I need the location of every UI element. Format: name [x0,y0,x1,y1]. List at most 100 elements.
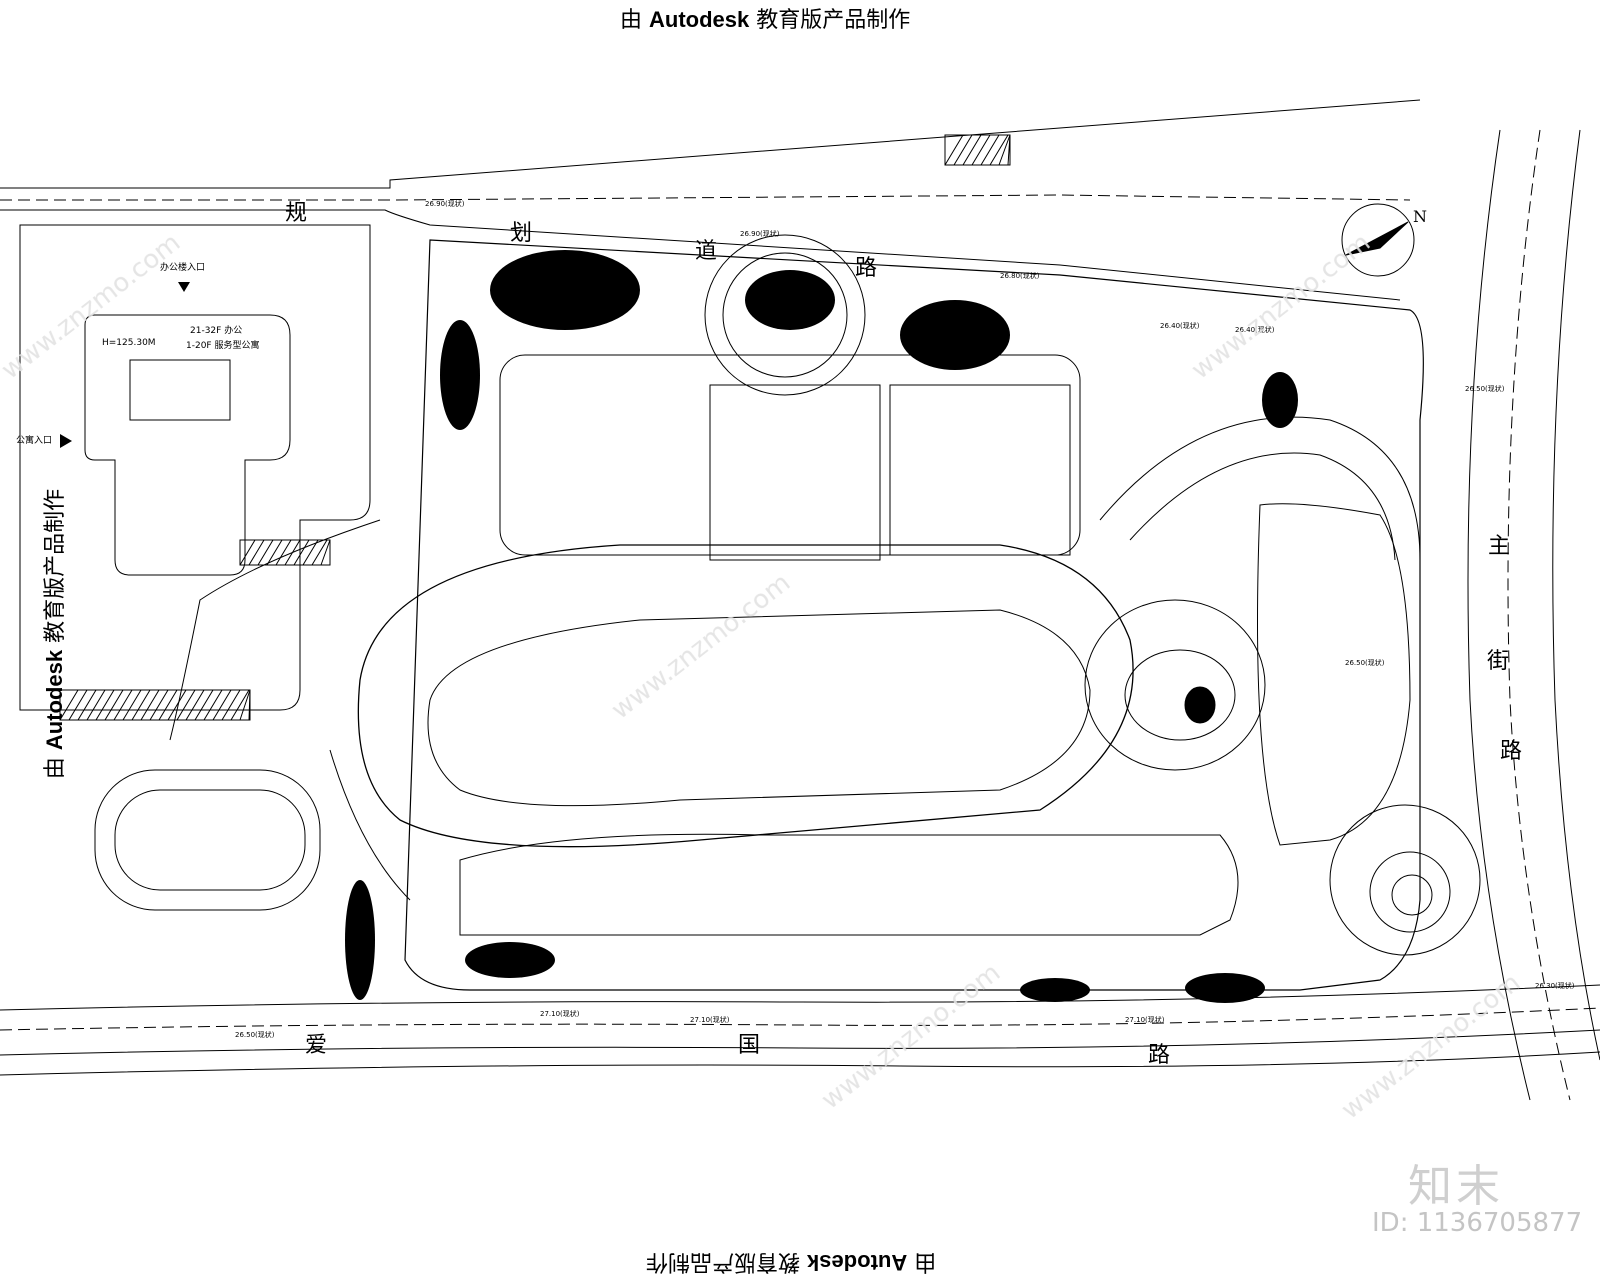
parking-hatch-line [953,134,973,166]
parking-strip-north [944,134,1011,166]
parking-hatch-line [275,539,292,566]
pond-8 [1185,973,1265,1003]
parking-hatch-line [293,539,310,566]
parking-hatch-line [284,539,301,566]
parking-hatch-line [962,134,982,166]
parking-hatch-line [104,689,124,721]
parking-hatch-line [158,689,178,721]
east-building [1257,503,1411,846]
parking-hatch-line [998,134,1011,166]
tower-office-label: 21-32F 办公 [190,324,242,336]
parking-hatch-line [68,689,88,721]
parking-hatch-line [86,689,106,721]
east-ramp-2 [1129,452,1396,561]
parking-hatch-line [230,689,250,721]
se-circle-core [1391,874,1433,916]
parking-hatch-line [185,689,205,721]
pond-7 [465,942,555,978]
elevation-mark: 26.80(现状) [1000,271,1040,280]
retail-strip [459,833,1239,936]
parking-hatch-line [203,689,223,721]
pond-5 [745,270,835,330]
elevation-mark: 27.10(现状) [540,1009,580,1018]
parking-hatch-line [59,689,79,721]
road-label: 街 [1487,649,1509,674]
pond-2 [900,300,1010,370]
east-rotunda-core [1184,686,1216,724]
parking-hatch-line [131,689,151,721]
tower-apartment-label: 1-20F 服务型公寓 [186,339,259,351]
west-curve-road [169,519,381,741]
south-road-edge [0,984,1600,1011]
plaza-inner [709,384,881,561]
east-rotunda [1084,599,1266,771]
parking-hatch-line [1007,134,1011,166]
parking-hatch-line [239,539,256,566]
se-circle [1329,804,1481,956]
parking-hatch-line [320,539,331,566]
east-ramp [1099,416,1421,561]
site-boundary [404,239,1424,991]
south-road-edge-2 [0,1029,1600,1056]
elevation-mark: 26.40(现状) [1235,325,1275,334]
svg-text:www.znzmo.com: www.znzmo.com [0,228,186,386]
watermark-text: www.znzmo.com www.znzmo.com www.znzmo.co… [0,228,1526,1126]
mall-inner-oval [427,609,1091,807]
tower-core [129,359,231,421]
road-label: 爱 [305,1033,327,1058]
svg-text:www.znzmo.com: www.znzmo.com [1186,228,1376,386]
road-label: 路 [1148,1043,1170,1068]
svg-text:www.znzmo.com: www.znzmo.com [1336,968,1526,1126]
mall-outer-oval [357,544,1134,848]
road-label: 道 [695,239,717,264]
elevation-mark: 26.40(现状) [1160,321,1200,330]
parking-hatch-line [122,689,142,721]
elevation-mark: 27.10(现状) [690,1015,730,1024]
svg-text:www.znzmo.com: www.znzmo.com [606,568,796,726]
pond-1 [490,250,640,330]
parking-hatch-line [77,689,97,721]
parking-hatch-line [176,689,196,721]
parking-hatch-line [266,539,283,566]
road-label: 规 [285,201,307,226]
fountain-circle [704,234,866,396]
parking-hatch-line [989,134,1009,166]
fountain-circle-inner [722,252,848,378]
se-circle-inner [1369,851,1451,933]
compass-circle [1341,203,1415,277]
parking-hatch-line [140,689,160,721]
stamp-top: 由 Autodesk 教育版产品制作 [620,7,911,33]
elevation-mark: 26.90(现状) [425,199,465,208]
watermark-id: ID: 1136705877 [1372,1208,1583,1238]
parking-hatch-line [212,689,232,721]
stamp-left: 由 Autodesk 教育版产品制作 [42,488,69,780]
elevation-mark: 26.30(现状) [1535,981,1575,990]
north-road-labels: 规 划 道 路 [285,201,877,281]
pond-6 [345,880,375,1000]
north-road-edge-inner [0,209,1401,301]
south-road-labels: 爱 国 路 [305,1033,1170,1068]
elevation-marks: 26.90(现状) 26.90(现状) 26.80(现状) 26.40(现状) … [235,199,1575,1039]
parking-hatch-line [167,689,187,721]
road-label: 主 [1488,534,1510,559]
east-road-edge [1467,129,1531,1101]
parking-hatch-line [971,134,991,166]
podium-block [499,354,1081,556]
elevation-mark: 26.90(现状) [740,229,780,238]
east-road-labels: 主 街 路 [1487,534,1522,764]
elevation-mark: 27.10(现状) [1125,1015,1165,1024]
road-label: 划 [510,221,532,246]
stamp-bottom: 由 Autodesk 教育版产品制作 [646,1249,937,1275]
parking-hatch-line [239,689,251,721]
pond-3 [1262,372,1298,428]
parking-hatch-line [149,689,169,721]
east-road-edge-3 [1552,129,1600,1061]
tower-outline [84,314,291,576]
east-rotunda-inner [1124,649,1236,741]
entrance-arrow-icon [178,282,190,292]
parking-strip-west-2 [239,539,331,566]
parking-hatch-line [248,689,251,721]
compass-arrow [1345,221,1409,256]
parking-hatch-line [980,134,1000,166]
road-label: 路 [1500,739,1522,764]
